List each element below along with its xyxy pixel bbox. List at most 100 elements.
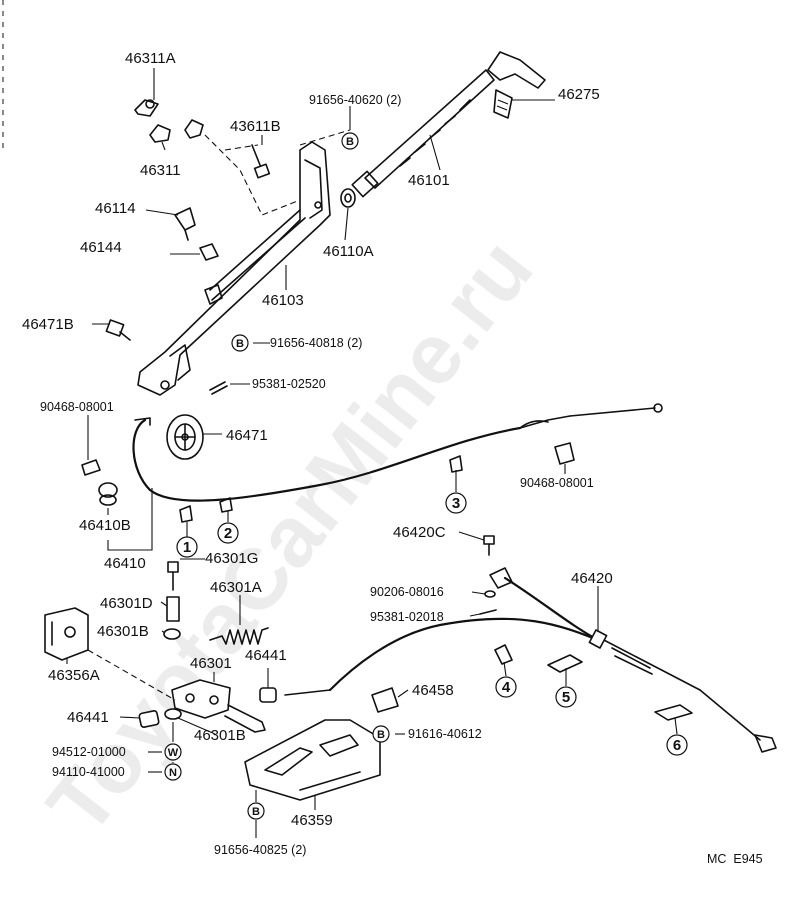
part-label-46420: 46420 (571, 570, 613, 587)
part-label-46359: 46359 (291, 812, 333, 829)
part-label-46356A: 46356A (48, 667, 100, 684)
n-circle-marker: N (164, 763, 182, 781)
callout-4: 4 (495, 676, 517, 698)
bracket-part (44, 607, 89, 661)
part-label-46275: 46275 (558, 86, 600, 103)
part-label-95381-02018: 95381-02018 (370, 610, 444, 624)
part-label-94110-41000: 94110-41000 (52, 765, 125, 779)
svg-text:N: N (169, 767, 177, 779)
clip-5-part (547, 654, 583, 673)
lever-bracket-part (137, 141, 331, 396)
cable-clip-left-part (81, 459, 101, 476)
small-pin-part (479, 609, 497, 615)
part-label-46301B-lower: 46301B (194, 727, 246, 744)
lower-washer-part (164, 708, 182, 720)
clip-6-part (654, 704, 693, 721)
cable-end-right-part (259, 687, 277, 703)
part-label-90206-08016: 90206-08016 (370, 585, 444, 599)
part-label-46458: 46458 (412, 682, 454, 699)
spring-clip-part (134, 99, 159, 117)
w-circle-marker: W (164, 743, 182, 761)
callout-3: 3 (445, 492, 467, 514)
assembly-guide-line (224, 144, 259, 151)
bolt-part (251, 144, 271, 179)
part-label-46301B-upper: 46301B (97, 623, 149, 640)
clip-4-part (494, 644, 513, 665)
svg-text:1: 1 (183, 539, 191, 556)
svg-text:3: 3 (452, 495, 460, 512)
grommet-part (98, 482, 118, 506)
part-label-46471B: 46471B (22, 316, 74, 333)
handle-grip-part (487, 51, 546, 119)
svg-text:B: B (236, 338, 244, 350)
equalizer-part (171, 679, 266, 733)
clip-2-part (219, 497, 233, 513)
part-label-46420C: 46420C (393, 524, 446, 541)
svg-text:B: B (377, 729, 385, 741)
cotter-pin-part (209, 381, 228, 395)
part-label-46441-left: 46441 (67, 709, 109, 726)
sleeve-part (166, 596, 180, 622)
pawl-part (174, 207, 196, 241)
part-label-46311: 46311 (140, 162, 181, 179)
return-spring-part (209, 627, 269, 645)
part-label-46110A: 46110A (323, 243, 374, 260)
part-label-46311A: 46311A (125, 50, 176, 67)
rear-cable-bolt-part (483, 535, 495, 556)
cable-end-left-part (138, 710, 160, 728)
ratchet-rod-part (351, 69, 495, 198)
svg-text:B: B (346, 136, 354, 148)
part-label-91656-40818: 91656-40818 (2) (270, 336, 362, 350)
part-label-46301A: 46301A (210, 579, 262, 596)
clip-3-part (449, 455, 463, 473)
part-label-46301D: 46301D (100, 595, 153, 612)
part-label-91656-40825: 91656-40825 (2) (214, 843, 306, 857)
assembly-guide-line (204, 134, 301, 216)
part-label-46144: 46144 (80, 239, 122, 256)
part-label-46410: 46410 (104, 555, 146, 572)
part-label-46101: 46101 (408, 172, 450, 189)
svg-text:W: W (168, 747, 179, 759)
part-label-91616-40612: 91616-40612 (408, 727, 482, 741)
svg-text:B: B (252, 806, 260, 818)
part-label-46103: 46103 (262, 292, 304, 309)
b-circle-marker: B (372, 725, 390, 743)
part-label-90468-08001-right: 90468-08001 (520, 476, 594, 490)
callout-2: 2 (217, 522, 239, 544)
part-label-94512-01000: 94512-01000 (52, 745, 126, 759)
callout-1: 1 (176, 536, 198, 558)
clamp-part (371, 687, 399, 713)
part-label-46301G: 46301G (205, 550, 258, 567)
clip-pair-part (149, 119, 204, 143)
pulley-part (166, 414, 204, 460)
clip-1-part (179, 505, 193, 523)
diagram-code: MC E945 (707, 852, 763, 866)
part-label-91656-40620: 91656-40620 (2) (309, 93, 401, 107)
washer-part (163, 628, 181, 640)
part-label-43611B: 43611B (230, 118, 281, 135)
b-circle-marker: B (247, 802, 265, 820)
part-label-46301: 46301 (190, 655, 232, 672)
svg-text:5: 5 (562, 689, 570, 706)
callout-5: 5 (555, 686, 577, 708)
pawl-spring-part (199, 243, 219, 261)
cable-clip-right-part (554, 442, 575, 465)
mounting-plate-part (244, 719, 381, 801)
svg-text:4: 4 (502, 679, 511, 696)
svg-text:2: 2 (224, 525, 232, 542)
assembly-guide-line (87, 649, 176, 701)
part-label-46471: 46471 (226, 427, 268, 444)
leader-lines (66, 68, 678, 838)
part-label-95381-02520: 95381-02520 (252, 377, 326, 391)
pulley-bolt-part (105, 319, 131, 341)
small-washer-part (484, 590, 496, 598)
part-label-46441-right: 46441 (245, 647, 287, 664)
part-label-90468-08001-left: 90468-08001 (40, 400, 114, 414)
equalizer-bolt-part (167, 561, 179, 591)
callout-6: 6 (666, 734, 688, 756)
part-label-46410B: 46410B (79, 517, 131, 534)
svg-text:6: 6 (673, 737, 681, 754)
rear-cable-part (284, 567, 777, 753)
assembly-guide-line (299, 129, 351, 146)
